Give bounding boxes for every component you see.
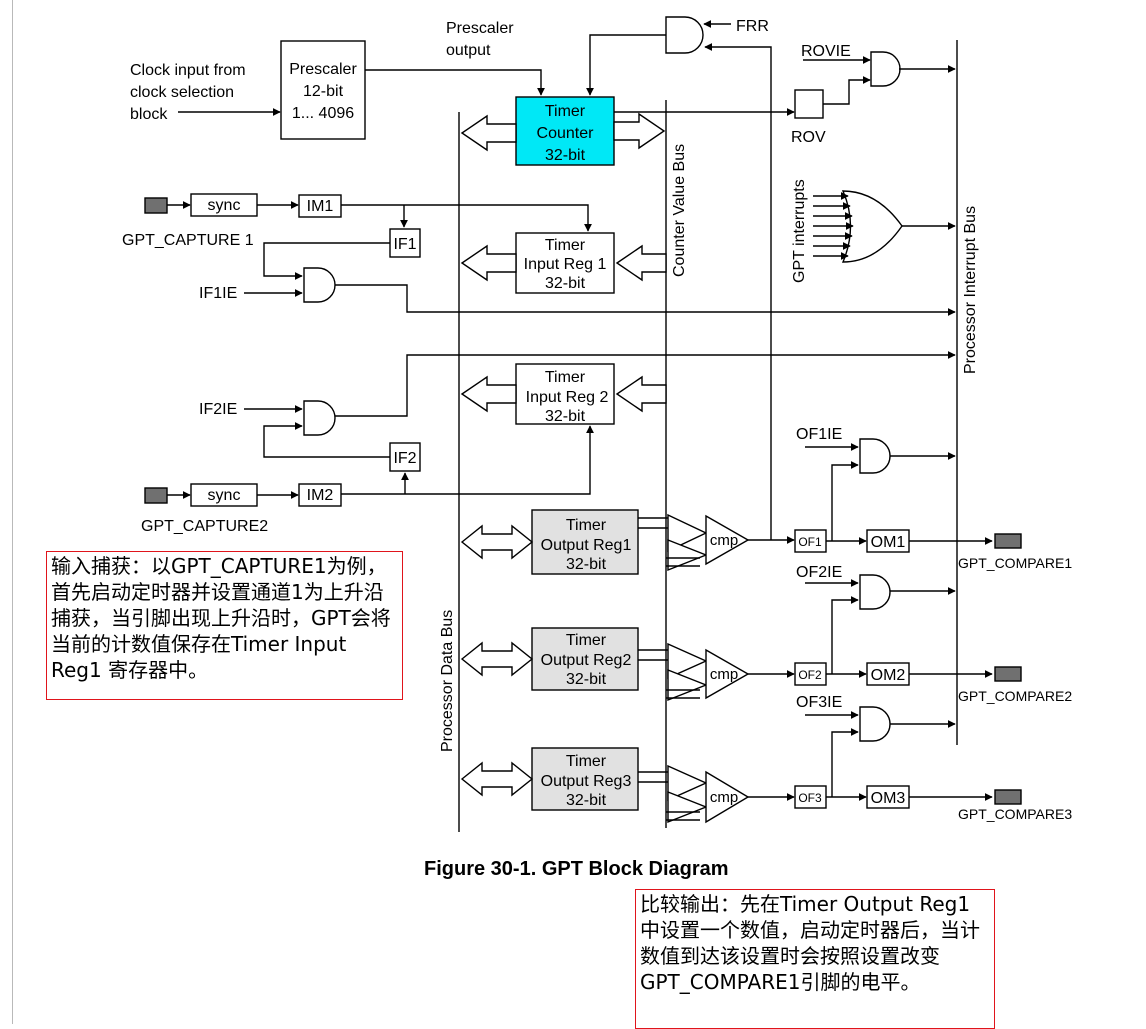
timer-output-reg3-label-3: 32-bit xyxy=(566,792,607,809)
timer-output-reg3-label-1: Timer xyxy=(566,753,607,770)
om3-label: OM3 xyxy=(871,790,906,807)
output-reg3-data-bus-arrow xyxy=(460,761,534,797)
timer-input-reg2-label-1: Timer xyxy=(545,369,586,386)
im1-block xyxy=(298,194,342,218)
input-reg1-counter-arrow xyxy=(615,244,667,282)
counter-value-bus-label: Counter Value Bus xyxy=(671,144,688,277)
clock-input-label-3: block xyxy=(130,106,168,123)
prescaler-block xyxy=(280,40,366,140)
timer-output-reg2-label-1: Timer xyxy=(566,632,607,649)
gpt-compare2-pin xyxy=(994,666,1022,682)
of2-label: OF2 xyxy=(798,668,822,682)
and-gate-of1 xyxy=(859,438,891,474)
gpt-compare3-pin xyxy=(994,789,1022,805)
cmp-label-3: cmp xyxy=(710,789,738,806)
om2-label: OM2 xyxy=(871,667,906,684)
cmp-label-1: cmp xyxy=(710,532,738,549)
sync-label-1: sync xyxy=(208,197,241,214)
comparator-1 xyxy=(705,514,750,566)
processor-interrupt-bus-label: Processor Interrupt Bus xyxy=(962,206,979,374)
gpt-capture2-label: GPT_CAPTURE2 xyxy=(141,518,268,535)
prescaler-output-label-2: output xyxy=(446,42,491,59)
and-gate-if2 xyxy=(303,400,336,436)
gpt-compare3-label: GPT_COMPARE3 xyxy=(958,806,1072,822)
processor-data-bus-label: Processor Data Bus xyxy=(439,610,456,752)
counter-data-bus-arrow xyxy=(460,114,517,152)
counter-value-arrow xyxy=(613,112,666,150)
timer-output-reg2-label-2: Output Reg2 xyxy=(541,652,632,669)
gpt-capture2-pin xyxy=(144,487,168,504)
page-left-border xyxy=(12,0,13,1024)
if1ie-label: IF1IE xyxy=(199,285,237,302)
timer-output-reg1-label-3: 32-bit xyxy=(566,556,607,573)
and-gate-rov xyxy=(870,51,901,87)
im2-block xyxy=(298,483,342,507)
comparator-2 xyxy=(705,648,750,700)
of3ie-label: OF3IE xyxy=(796,694,842,711)
of1-label: OF1 xyxy=(798,535,822,549)
timer-output-reg1-label-2: Output Reg1 xyxy=(541,537,632,554)
rovie-label: ROVIE xyxy=(801,43,851,60)
and-gate-if1 xyxy=(303,267,336,303)
gpt-capture1-label: GPT_CAPTURE 1 xyxy=(122,232,254,249)
output-reg2-data-bus-arrow xyxy=(460,641,534,677)
frr-label: FRR xyxy=(736,18,769,35)
timer-input-reg2-label-3: 32-bit xyxy=(545,408,586,425)
timer-output-reg1-block xyxy=(531,509,639,575)
of2ie-label: OF2IE xyxy=(796,564,842,581)
if2-label: IF2 xyxy=(393,450,416,467)
timer-counter-block xyxy=(515,96,615,166)
and-gate-frr xyxy=(665,16,704,54)
gpt-capture1-pin xyxy=(144,197,168,214)
input-capture-note: 输入捕获：以GPT_CAPTURE1为例，首先启动定时器并设置通道1为上升沿捕获… xyxy=(46,551,403,700)
gpt-interrupts-label: GPT interrupts xyxy=(791,179,808,283)
if2ie-label: IF2IE xyxy=(199,401,237,418)
timer-counter-label-1: Timer xyxy=(545,103,586,120)
and-gate-of3 xyxy=(859,706,891,742)
figure-caption: Figure 30-1. GPT Block Diagram xyxy=(424,858,729,880)
rov-label: ROV xyxy=(791,129,826,146)
clock-input-label-2: clock selection xyxy=(130,84,234,101)
timer-input-reg2-block xyxy=(515,363,615,425)
output-compare-note: 比较输出：先在Timer Output Reg1中设置一个数值，启动定时器后，当… xyxy=(635,889,995,1029)
gpt-compare2-label: GPT_COMPARE2 xyxy=(958,688,1072,704)
output-reg1-data-bus-arrow xyxy=(460,524,534,560)
and-gate-of2 xyxy=(859,574,891,610)
input-reg2-counter-arrow xyxy=(615,375,667,413)
prescaler-label-1: Prescaler xyxy=(289,61,357,78)
im2-label: IM2 xyxy=(307,487,334,504)
om1-label: OM1 xyxy=(871,534,906,551)
of1ie-label: OF1IE xyxy=(796,426,842,443)
comparator-3 xyxy=(705,770,750,824)
timer-output-reg3-label-2: Output Reg3 xyxy=(541,773,632,790)
gpt-compare1-label: GPT_COMPARE1 xyxy=(958,555,1072,571)
gpt-compare1-pin xyxy=(994,533,1022,549)
cmp-label-2: cmp xyxy=(710,666,738,683)
if2-flag xyxy=(389,442,421,472)
timer-counter-label-2: Counter xyxy=(537,125,595,142)
if1-flag xyxy=(389,228,421,258)
prescaler-label-2: 12-bit xyxy=(303,83,344,100)
timer-output-reg3-block xyxy=(531,747,639,811)
rov-flag xyxy=(794,89,824,119)
clock-input-label-1: Clock input from xyxy=(130,62,246,79)
timer-input-reg1-label-2: Input Reg 1 xyxy=(524,256,607,273)
timer-output-reg2-label-3: 32-bit xyxy=(566,671,607,688)
timer-input-reg2-label-2: Input Reg 2 xyxy=(526,389,609,406)
timer-counter-label-3: 32-bit xyxy=(545,147,586,164)
timer-output-reg1-label-1: Timer xyxy=(566,517,607,534)
of3-label: OF3 xyxy=(798,791,822,805)
timer-input-reg1-label-1: Timer xyxy=(545,237,586,254)
input-reg2-data-bus-arrow xyxy=(460,375,517,413)
timer-input-reg1-label-3: 32-bit xyxy=(545,275,586,292)
sync-label-2: sync xyxy=(208,487,241,504)
input-reg1-data-bus-arrow xyxy=(460,244,517,282)
if1-label: IF1 xyxy=(393,236,416,253)
prescaler-label-3: 1... 4096 xyxy=(292,105,354,122)
im1-label: IM1 xyxy=(307,198,334,215)
prescaler-output-label-1: Prescaler xyxy=(446,20,514,37)
timer-input-reg1-block xyxy=(515,232,615,294)
